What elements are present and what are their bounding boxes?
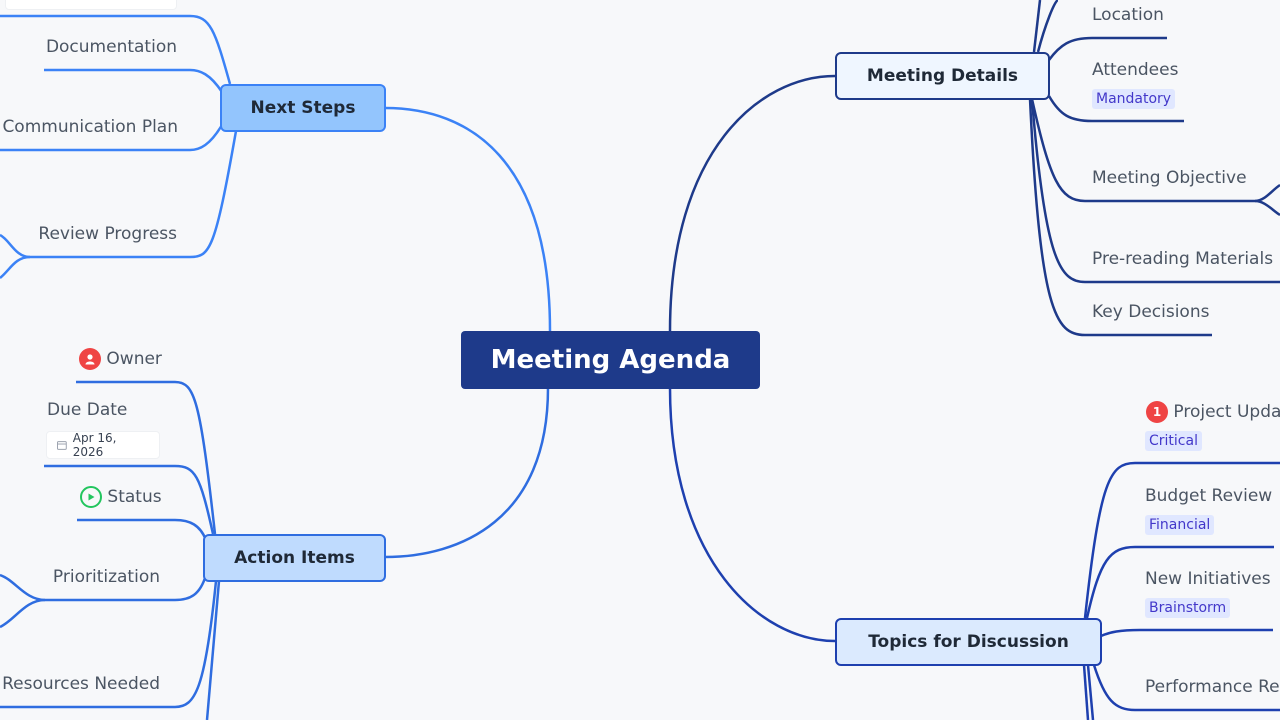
node-communication-plan[interactable]: Communication Plan [2, 117, 178, 137]
node-topics-for-discussion[interactable]: Topics for Discussion [835, 618, 1102, 666]
tag-mandatory: Mandatory [1092, 89, 1176, 109]
node-project-updates[interactable]: 1 Project Updates [1146, 401, 1280, 423]
tag-financial: Financial [1145, 515, 1215, 535]
node-key-decisions[interactable]: Key Decisions [1092, 302, 1210, 322]
date-chip[interactable]: Apr 16, 2026 [46, 431, 160, 459]
node-prioritization[interactable]: Prioritization [52, 567, 160, 587]
partial-chip [5, 0, 177, 10]
node-location[interactable]: Location [1092, 5, 1164, 25]
node-budget-review[interactable]: Budget Review [1145, 486, 1273, 506]
node-meeting-details[interactable]: Meeting Details [835, 52, 1050, 100]
node-documentation[interactable]: Documentation [45, 37, 177, 57]
project-updates-label: Project Updates [1173, 402, 1280, 422]
node-resources-needed[interactable]: Resources Needed [2, 674, 160, 694]
node-status[interactable]: Status [80, 486, 162, 508]
node-action-items[interactable]: Action Items [203, 534, 386, 582]
tag-critical: Critical [1145, 431, 1202, 451]
node-owner[interactable]: Owner [79, 348, 162, 370]
central-node-label: Meeting Agenda [490, 345, 731, 375]
node-review-progress[interactable]: Review Progress [38, 224, 177, 244]
node-pre-reading-materials[interactable]: Pre-reading Materials [1092, 249, 1274, 269]
date-value: Apr 16, 2026 [72, 431, 117, 459]
calendar-icon [57, 441, 67, 450]
node-next-steps[interactable]: Next Steps [220, 84, 386, 132]
priority-1-icon: 1 [1146, 401, 1168, 423]
play-circle-icon [80, 486, 102, 508]
node-attendees[interactable]: Attendees [1092, 60, 1179, 80]
node-performance-review[interactable]: Performance Review [1145, 677, 1280, 697]
status-label: Status [107, 487, 162, 507]
owner-label: Owner [106, 349, 162, 369]
node-new-initiatives[interactable]: New Initiatives [1145, 569, 1271, 589]
node-meeting-objective[interactable]: Meeting Objective [1092, 168, 1247, 188]
node-label: Topics for Discussion [868, 632, 1069, 652]
node-due-date[interactable]: Due Date [47, 400, 128, 420]
central-node[interactable]: Meeting Agenda [461, 331, 760, 389]
node-label: Meeting Details [866, 66, 1019, 86]
node-label: Action Items [234, 548, 355, 568]
user-icon [79, 348, 101, 370]
node-label: Next Steps [250, 98, 356, 118]
tag-brainstorm: Brainstorm [1145, 598, 1231, 618]
